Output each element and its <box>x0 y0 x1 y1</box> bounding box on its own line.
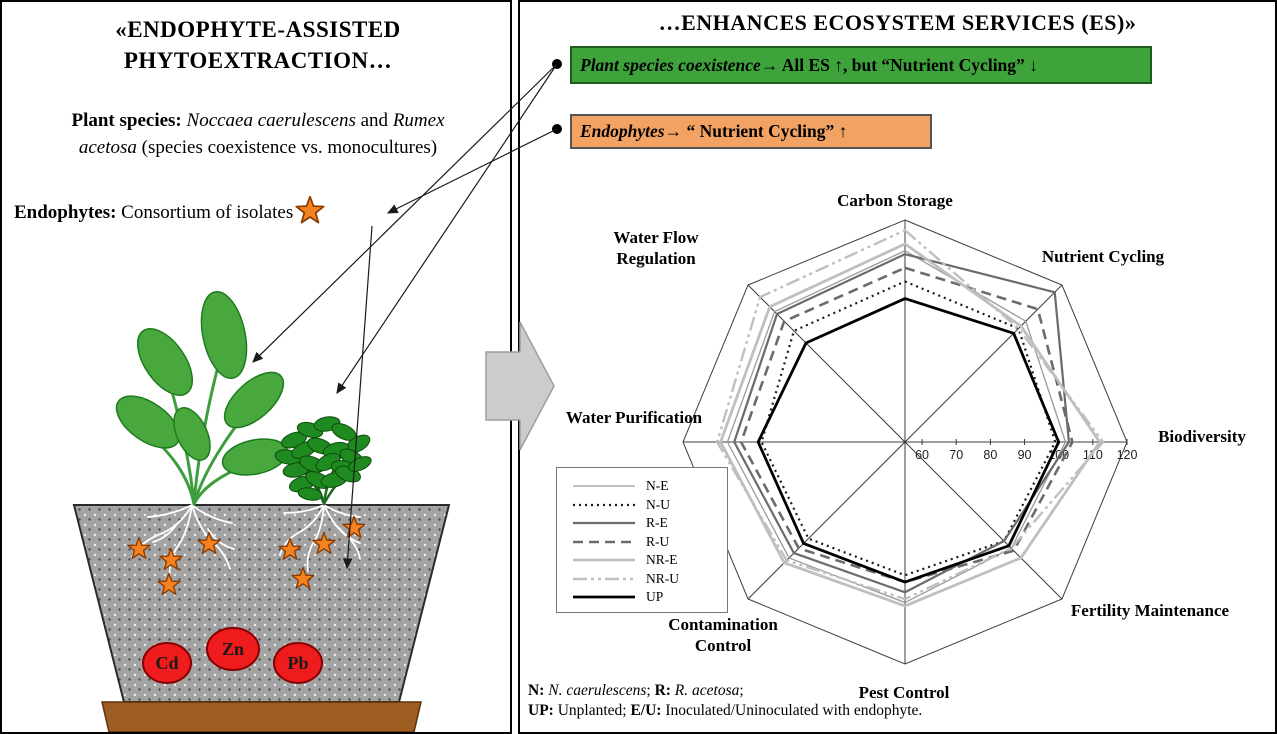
legend-label: R-E <box>646 515 668 531</box>
radar-tick-label: 90 <box>1018 448 1032 462</box>
legend-line-sample <box>573 485 635 487</box>
radar-series-R-U <box>739 266 1074 584</box>
chart-legend: N-E N-U R-E R-U NR-E NR-U UP <box>556 467 728 613</box>
pot-illustration: Cd Zn Pb <box>72 290 451 732</box>
right-panel: …ENHANCES ECOSYSTEM SERVICES (ES)» Plant… <box>518 0 1277 734</box>
legend-item-up: UP <box>571 588 721 607</box>
coexistence-note-box: Plant species coexistence→ All ES ↑, but… <box>570 46 1152 84</box>
pot-body <box>72 504 451 703</box>
endophytes-text: Consortium of isolates <box>121 202 294 223</box>
legend-line-sample <box>573 540 635 544</box>
axis-label-carbon-storage: Carbon Storage <box>837 191 953 210</box>
footnote-n-label: N: <box>528 682 545 699</box>
radar-series-NR-U <box>715 229 1105 601</box>
radar-outer-grid <box>682 219 1128 665</box>
legend-line-sample <box>573 577 635 580</box>
footnote-eu-text: Inoculated/Uninoculated with endophyte. <box>661 702 923 720</box>
metal-pb-circle <box>273 642 323 684</box>
footnote-line-2: UP: Unplanted; E/U: Inoculated/Uninocula… <box>528 701 1268 721</box>
pot-base <box>101 701 422 732</box>
heavy-metals: Cd Zn Pb <box>142 627 323 684</box>
radar-tick-label: 70 <box>949 448 963 462</box>
metal-cd-circle <box>142 642 192 684</box>
footnote-up-label: UP: <box>528 702 554 720</box>
radar-tick-label: 120 <box>1117 448 1138 462</box>
left-panel-title: «ENDOPHYTE-ASSISTED PHYTOEXTRACTION… <box>115 17 401 74</box>
legend-label: R-U <box>646 533 670 549</box>
footnote-n-species: N. caerulescens <box>544 682 647 699</box>
footnote-r-label: R: <box>654 682 671 699</box>
footnote-eu-label: E/U: <box>630 702 662 720</box>
legend-line-sample <box>573 558 635 562</box>
plant-species-label: Plant species: <box>71 110 187 131</box>
radar-spoke-1 <box>904 284 1063 443</box>
legend-items: N-E N-U R-E R-U NR-E NR-U UP <box>571 477 721 607</box>
axis-label-nutrient-cycling: Nutrient Cycling <box>1041 247 1165 266</box>
legend-label: NR-E <box>646 552 678 568</box>
radar-spoke-5 <box>747 441 906 600</box>
endophytes-line: Endophytes: Consortium of isolates <box>14 195 508 226</box>
legend-line-sample <box>573 503 635 506</box>
radar-series-R-E <box>733 253 1071 594</box>
legend-label: UP <box>646 589 664 605</box>
legend-label: N-E <box>646 478 669 494</box>
coexistence-note-italic: Plant species coexistence <box>580 54 761 75</box>
footnote-sep1: ; <box>646 682 655 699</box>
axis-label-water-purification: Water Purification <box>565 408 703 427</box>
radar-spoke-3 <box>904 441 1063 600</box>
legend-item-nr-e: NR-E <box>571 551 721 570</box>
chart-footnote: N: N. caerulescens; R: R. acetosa; UP: U… <box>528 681 1268 722</box>
axis-label-contamination-control: Contamination Control <box>668 615 778 656</box>
metal-zn-circle <box>206 627 260 671</box>
radar-series-NR-E <box>719 242 1102 608</box>
footnote-line-1: N: N. caerulescens; R: R. acetosa; <box>528 681 1268 701</box>
legend-item-r-e: R-E <box>571 514 721 533</box>
legend-label: NR-U <box>646 570 679 586</box>
axis-label-pest-control: Pest Control <box>858 683 950 702</box>
coexistence-note-rest: → All ES ↑, but “Nutrient Cycling” ↓ <box>760 54 1038 75</box>
axis-label-biodiversity: Biodiversity <box>1158 427 1246 446</box>
plant-noccaea <box>115 290 289 506</box>
left-panel: «ENDOPHYTE-ASSISTED PHYTOEXTRACTION… Pla… <box>0 0 512 734</box>
legend-label: N-U <box>646 496 670 512</box>
footnote-sep2: ; <box>739 682 744 699</box>
legend-item-r-u: R-U <box>571 533 721 552</box>
endophytes-note-box: Endophytes→ “ Nutrient Cycling” ↑ <box>570 114 932 149</box>
radar-series-UP <box>756 297 1061 584</box>
radar-series-N-U <box>760 280 1057 577</box>
right-panel-title: …ENHANCES ECOSYSTEM SERVICES (ES)» <box>658 10 1137 35</box>
plant-rumex <box>274 416 372 506</box>
axis-label-water-flow-regulation: Water Flow Regulation <box>613 228 699 269</box>
radar-tick-label: 60 <box>915 448 929 462</box>
endophytes-note-italic: Endophytes <box>580 121 665 141</box>
radar-tick-label: 80 <box>983 448 997 462</box>
legend-item-n-u: N-U <box>571 496 721 515</box>
metal-zn-label: Zn <box>222 639 244 659</box>
metal-pb-label: Pb <box>287 653 308 673</box>
legend-line-sample <box>573 595 635 599</box>
legend-item-nr-u: NR-U <box>571 570 721 589</box>
legend-item-n-e: N-E <box>571 477 721 496</box>
endophytes-label: Endophytes: <box>14 202 122 223</box>
endophytes-note-rest: → “ Nutrient Cycling” ↑ <box>664 121 848 141</box>
metal-cd-label: Cd <box>155 653 178 673</box>
radar-series-N-E <box>726 250 1067 604</box>
footnote-up-text: Unplanted; <box>553 702 631 720</box>
legend-line-sample <box>573 522 635 525</box>
footnote-r-species: R. acetosa <box>670 682 740 699</box>
axis-label-fertility-maintenance: Fertility Maintenance <box>1070 601 1230 620</box>
